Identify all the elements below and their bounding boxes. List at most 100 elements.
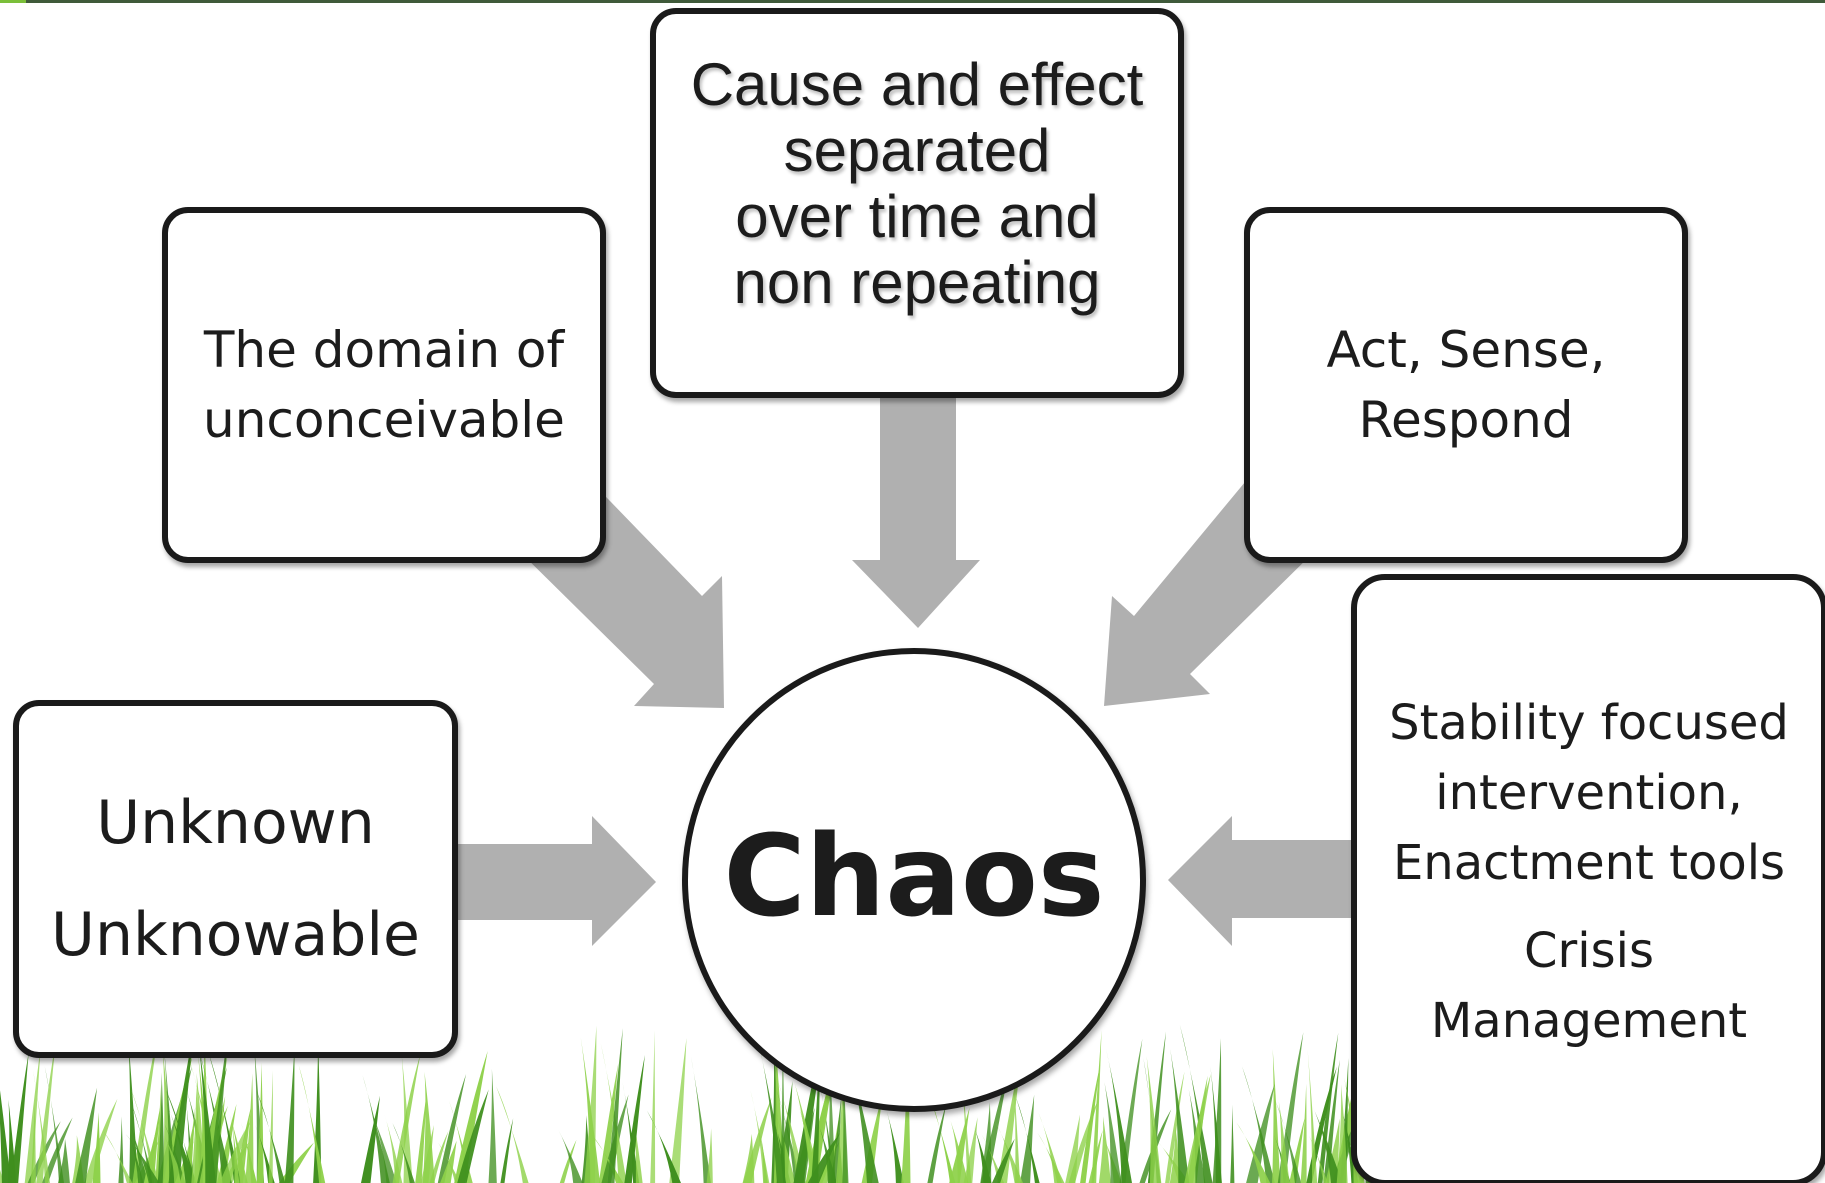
grass-blade <box>607 1028 623 1183</box>
grass-blade <box>164 1124 186 1183</box>
grass-blade <box>600 1043 627 1183</box>
grass-blade <box>624 1055 645 1183</box>
grass-blade <box>706 1128 713 1183</box>
grass-blade <box>429 1131 449 1183</box>
grass-blade <box>1098 1116 1111 1183</box>
grass-blade <box>1091 1030 1102 1183</box>
grass-blade <box>440 1140 457 1183</box>
slide-top-accent <box>0 0 26 3</box>
grass-blade <box>256 1090 286 1183</box>
stability-box: Stability focused intervention, Enactmen… <box>1351 574 1825 1183</box>
act-sense-respond-text: Act, Sense, Respond <box>1326 321 1606 449</box>
grass-blade <box>313 1040 322 1183</box>
grass-blade <box>24 1048 41 1183</box>
grass-blade <box>650 1030 656 1183</box>
grass-blade <box>1038 1112 1062 1183</box>
grass-blade <box>598 1064 619 1183</box>
grass-blade <box>384 1113 403 1183</box>
grass-blade <box>973 1125 992 1183</box>
grass-blade <box>742 1133 755 1183</box>
grass-blade <box>1170 1049 1190 1183</box>
grass-blade <box>198 1038 217 1183</box>
grass-blade <box>1065 1114 1080 1183</box>
grass-blade <box>1336 1084 1348 1183</box>
grass-blade <box>256 1062 264 1183</box>
grass-blade <box>1278 1101 1290 1183</box>
domain-box: The domain of unconceivable <box>162 207 606 563</box>
grass-blade <box>786 1056 821 1183</box>
grass-blade <box>102 1129 133 1183</box>
grass-blade <box>1165 1071 1185 1183</box>
grass-blade <box>1179 1024 1213 1183</box>
grass-blade <box>690 1055 711 1183</box>
grass-blade <box>949 1107 970 1183</box>
unknown-text: Unknown Unknowable <box>51 788 420 970</box>
grass-blade <box>208 1033 229 1183</box>
grass-blade <box>669 1038 687 1183</box>
grass-blade <box>165 1101 196 1183</box>
grass-blade <box>362 1075 390 1183</box>
grass-blade <box>1104 1082 1122 1183</box>
grass-blade <box>886 1111 904 1183</box>
grass-blade <box>193 1072 206 1183</box>
grass-blade <box>927 1103 947 1183</box>
grass-blade <box>157 1072 165 1183</box>
crisis-management-text: Crisis Management <box>1430 923 1748 1049</box>
grass-blade <box>1300 1083 1307 1183</box>
grass-blade <box>1236 1122 1271 1183</box>
grass-blade <box>369 1107 397 1183</box>
grass-blade <box>925 1084 956 1183</box>
grass-blade <box>168 1032 194 1183</box>
grass-blade <box>1020 1094 1035 1183</box>
grass-blade <box>208 1052 241 1183</box>
grass-blade <box>1272 1049 1281 1183</box>
grass-blade <box>0 1090 11 1183</box>
domain-text: The domain of unconceivable <box>203 321 565 449</box>
grass-blade <box>1230 1104 1235 1183</box>
grass-blade <box>163 1038 175 1183</box>
grass-blade <box>496 1086 529 1183</box>
grass-blade <box>1015 1096 1040 1183</box>
grass-blade <box>240 1121 257 1183</box>
grass-blade <box>1105 1048 1132 1183</box>
grass-blade <box>1080 1064 1101 1183</box>
grass-blade <box>811 1049 821 1183</box>
grass-blade <box>980 1102 992 1183</box>
grass-blade <box>1014 1083 1020 1183</box>
grass-blade <box>1184 1074 1211 1183</box>
grass-blade <box>361 1095 380 1183</box>
grass-blade <box>131 1089 160 1183</box>
grass-blade <box>165 1089 197 1183</box>
cause-effect-box: Cause and effect separated over time and… <box>650 8 1184 398</box>
grass-blade <box>44 1066 64 1183</box>
grass-blade <box>992 1138 1015 1183</box>
grass-blade <box>1275 1100 1302 1183</box>
grass-blade <box>233 1107 251 1183</box>
slide-top-rule <box>0 0 1825 3</box>
grass-blade <box>843 1034 879 1183</box>
grass-blade <box>756 1031 787 1183</box>
grass-blade <box>500 1118 514 1183</box>
grass-blade <box>58 1138 70 1183</box>
grass-blade <box>268 1070 273 1183</box>
grass-blade <box>559 1139 577 1183</box>
grass-blade <box>10 1052 29 1183</box>
grass-blade <box>32 1069 50 1183</box>
grass-blade <box>392 1123 415 1183</box>
grass-blade <box>457 1089 489 1183</box>
grass-blade <box>1317 1032 1339 1183</box>
grass-blade <box>232 1123 240 1183</box>
grass-blade <box>622 1081 640 1183</box>
grass-blade <box>128 1037 138 1183</box>
grass-blade <box>438 1142 461 1183</box>
grass-blade <box>437 1074 467 1183</box>
grass-blade <box>130 1100 155 1183</box>
grass-blade <box>36 1043 56 1183</box>
grass-blade <box>415 1092 427 1183</box>
grass-blade <box>92 1112 101 1183</box>
grass-blade <box>401 1056 413 1183</box>
unknown-box: Unknown Unknowable <box>13 700 458 1058</box>
chaos-label: Chaos <box>723 812 1105 942</box>
grass-blade <box>957 1033 972 1183</box>
grass-blade <box>1212 1038 1222 1183</box>
